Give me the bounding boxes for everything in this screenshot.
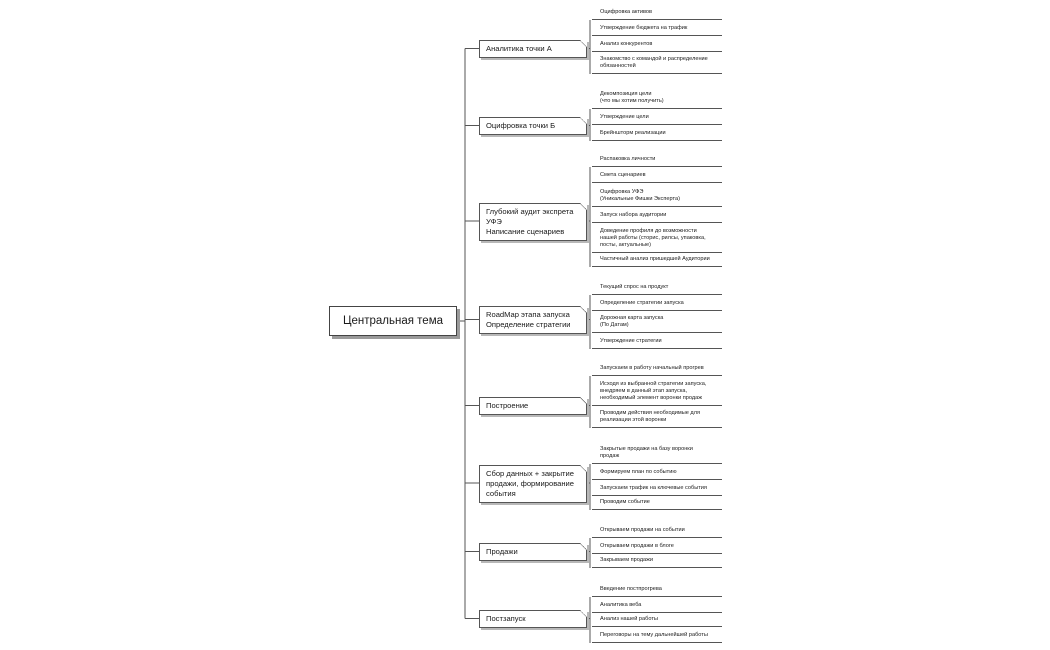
subtopic-item[interactable]: Утверждение стратегии bbox=[592, 335, 722, 349]
subtopic-item[interactable]: Запуск набора аудитории bbox=[592, 209, 722, 223]
branch-topic[interactable]: Продажи bbox=[479, 543, 587, 561]
subtopic-item[interactable]: Частичный анализ пришедшей Аудитории bbox=[592, 255, 722, 267]
subtopic-item[interactable]: Проводим событие bbox=[592, 498, 722, 510]
subtopic-item[interactable]: Переговоры на тему дальнейшей работы bbox=[592, 629, 722, 643]
subtopic-item[interactable]: Запускаем в работу начальный прогрев bbox=[592, 364, 722, 376]
subtopic-item[interactable]: Введение постпрогрева bbox=[592, 585, 722, 597]
subtopic-item[interactable]: Закрытые продажи на базу воронки продаж bbox=[592, 445, 722, 464]
subtopic-item[interactable]: Анализ конкурентов bbox=[592, 38, 722, 52]
subtopic-item[interactable]: Утверждение цели bbox=[592, 111, 722, 125]
subtopic-item[interactable]: Брейншторм реализации bbox=[592, 127, 722, 141]
subtopic-item[interactable]: Открываем продажи на событии bbox=[592, 526, 722, 538]
branch-topic[interactable]: Построение bbox=[479, 397, 587, 415]
central-topic[interactable]: Центральная тема bbox=[329, 306, 457, 336]
subtopic-item[interactable]: Доведение профиля до возможности нашей р… bbox=[592, 225, 722, 253]
branch-topic[interactable]: Глубокий аудит экспрета УФЭ Написание сц… bbox=[479, 203, 587, 241]
subtopic-item[interactable]: Анализ нашей работы bbox=[592, 615, 722, 627]
branch-topic[interactable]: Постзапуск bbox=[479, 610, 587, 628]
branch-topic[interactable]: Оцифровка точки Б bbox=[479, 117, 587, 135]
subtopic-item[interactable]: Проводим действия необходимые для реализ… bbox=[592, 408, 722, 428]
subtopic-item[interactable]: Запускаем трафик на ключевые события bbox=[592, 482, 722, 496]
subtopic-item[interactable]: Утверждение бюджета на трафик bbox=[592, 22, 722, 36]
subtopic-item[interactable]: Аналитика веба bbox=[592, 599, 722, 613]
subtopic-item[interactable]: Определение стратегии запуска bbox=[592, 297, 722, 311]
branch-topic[interactable]: Сбор данных + закрытие продажи, формиров… bbox=[479, 465, 587, 503]
subtopic-item[interactable]: Формируем план по событию bbox=[592, 466, 722, 480]
branch-topic[interactable]: RoadMap этапа запуска Определение страте… bbox=[479, 306, 587, 334]
subtopic-item[interactable]: Дорожная карта запуска (По Датам) bbox=[592, 313, 722, 333]
subtopic-item[interactable]: Закрываем продажи bbox=[592, 556, 722, 568]
subtopic-item[interactable]: Текущий спрос на продукт bbox=[592, 283, 722, 295]
subtopic-item[interactable]: Исходя из выбранной стратегии запуска, в… bbox=[592, 378, 722, 406]
subtopic-item[interactable]: Открываем продажи в блоге bbox=[592, 540, 722, 554]
subtopic-item[interactable]: Смета сценариев bbox=[592, 169, 722, 183]
subtopic-item[interactable]: Знакомство с командой и распределение об… bbox=[592, 54, 722, 74]
subtopic-item[interactable]: Распаковка личности bbox=[592, 155, 722, 167]
branch-topic[interactable]: Аналитика точки А bbox=[479, 40, 587, 58]
subtopic-item[interactable]: Декомпозиция цели (что мы хотим получить… bbox=[592, 91, 722, 109]
subtopic-item[interactable]: Оцифровка УФЭ (Уникальные Фишки Эксперта… bbox=[592, 185, 722, 207]
subtopic-item[interactable]: Оцифровка активов bbox=[592, 8, 722, 20]
